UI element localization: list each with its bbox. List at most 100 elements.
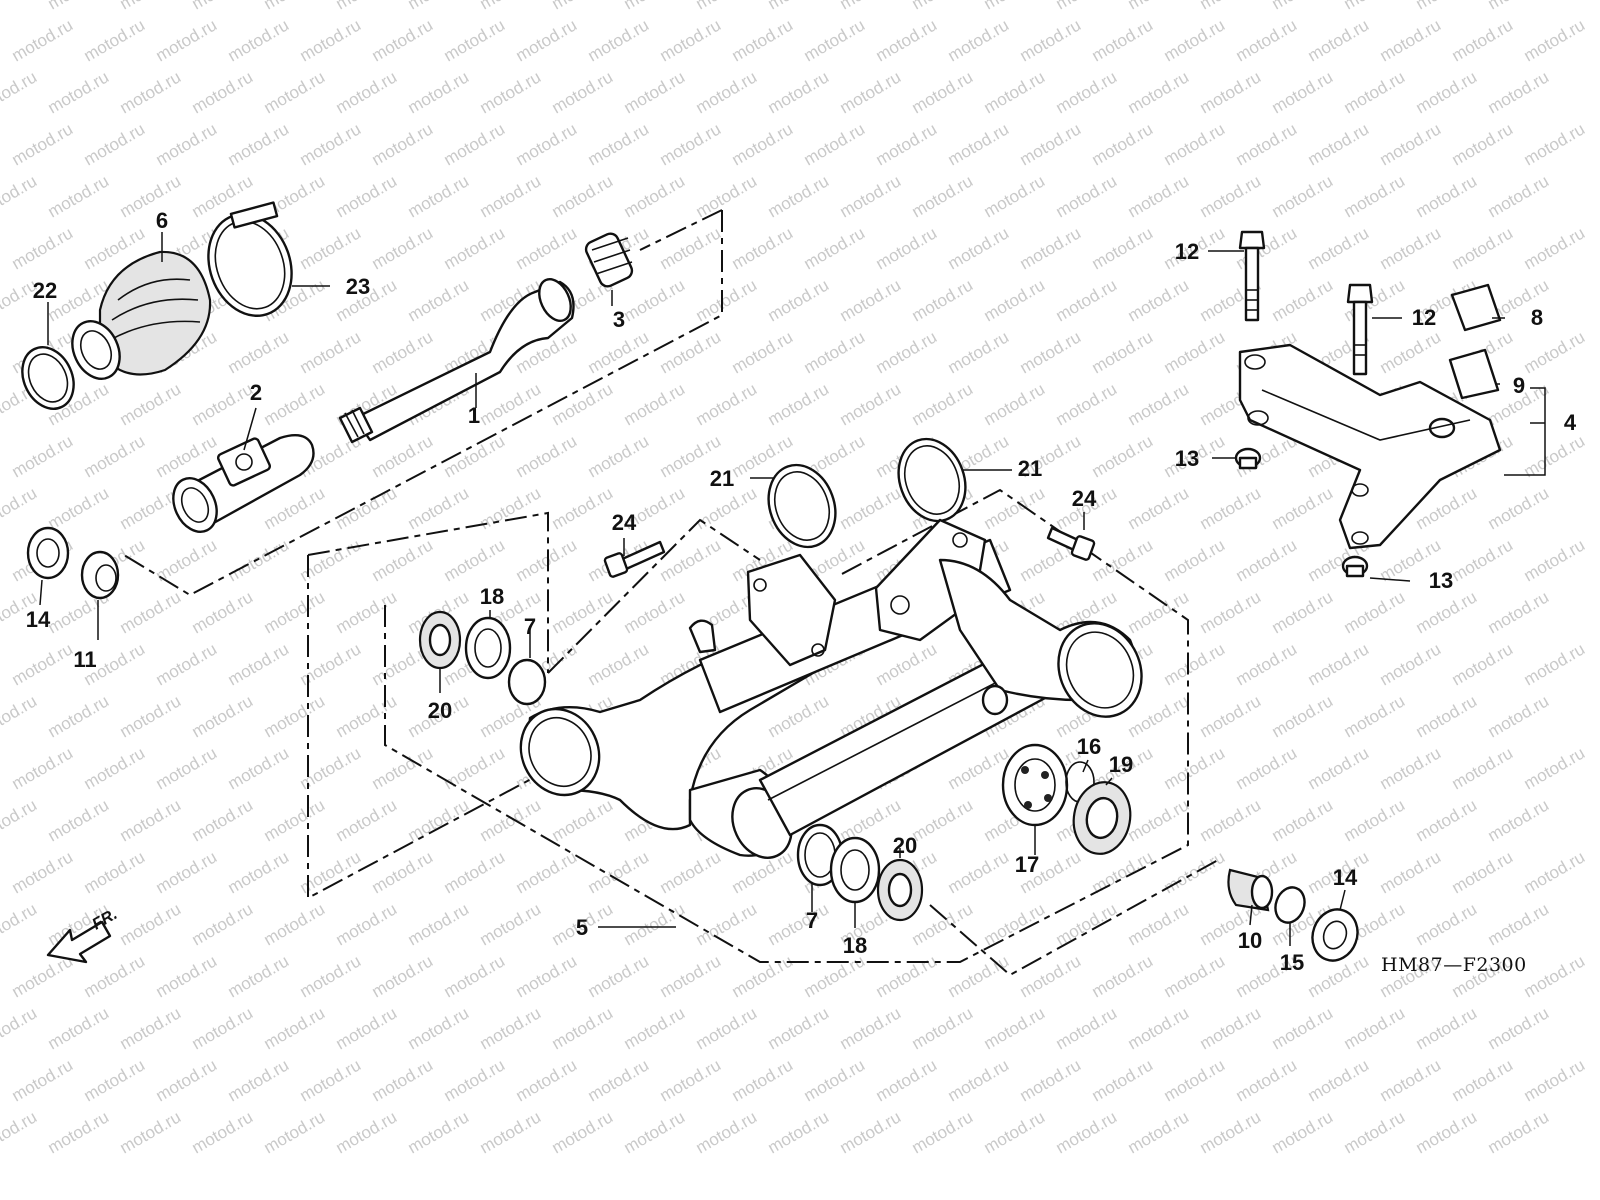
- bolt-part-12-left: [1238, 230, 1266, 322]
- watermark-text: motod.ru: [0, 795, 40, 845]
- watermark-text: motod.ru: [1341, 67, 1409, 117]
- watermark-text: motod.ru: [1089, 535, 1157, 585]
- watermark-text: motod.ru: [513, 535, 581, 585]
- watermark-text: motod.ru: [585, 847, 653, 897]
- watermark-text: motod.ru: [1269, 1107, 1337, 1157]
- watermark-text: motod.ru: [765, 0, 833, 13]
- watermark-text: motod.ru: [549, 587, 617, 637]
- watermark-text: motod.ru: [117, 899, 185, 949]
- callout-14-right: 14: [1333, 865, 1358, 890]
- watermark-text: motod.ru: [1449, 639, 1517, 689]
- watermark-text: motod.ru: [477, 1003, 545, 1053]
- watermark-text: motod.ru: [801, 1055, 869, 1105]
- watermark-text: motod.ru: [1377, 327, 1445, 377]
- callout-labels: 6 23 22 3 1 2 14 11 20 18 7 21 21 24 24 …: [26, 208, 1577, 976]
- watermark-text: motod.ru: [261, 379, 329, 429]
- watermark-text: motod.ru: [549, 67, 617, 117]
- watermark-text: motod.ru: [693, 275, 761, 325]
- watermark-text: motod.ru: [1125, 379, 1193, 429]
- watermark-text: motod.ru: [765, 691, 833, 741]
- diagram-code: HM87—F2300: [1381, 954, 1527, 976]
- watermark-text: motod.ru: [225, 951, 293, 1001]
- watermark-text: motod.ru: [1485, 795, 1553, 845]
- watermark-text: motod.ru: [585, 431, 653, 481]
- watermark-text: motod.ru: [1413, 67, 1481, 117]
- watermark-text: motod.ru: [1053, 379, 1121, 429]
- watermark-text: motod.ru: [1197, 795, 1265, 845]
- label-part-9: [1448, 348, 1500, 400]
- leader-lines: [39, 232, 1546, 946]
- watermark-text: motod.ru: [477, 483, 545, 533]
- watermark-text: motod.ru: [1161, 535, 1229, 585]
- watermark-text: motod.ru: [297, 951, 365, 1001]
- watermark-text: motod.ru: [297, 1055, 365, 1105]
- watermark-text: motod.ru: [513, 951, 581, 1001]
- watermark-text: motod.ru: [621, 1003, 689, 1053]
- watermark-text: motod.ru: [837, 171, 905, 221]
- watermark-text: motod.ru: [621, 67, 689, 117]
- assembly-outlines: [123, 209, 1219, 977]
- watermark-text: motod.ru: [549, 379, 617, 429]
- watermark-text: motod.ru: [657, 327, 725, 377]
- watermark-text: motod.ru: [153, 119, 221, 169]
- watermark-text: motod.ru: [117, 1107, 185, 1157]
- bracket-part-4: [1238, 343, 1502, 550]
- watermark-text: motod.ru: [0, 1003, 40, 1053]
- oil-seal-part-20-left: [418, 610, 462, 670]
- watermark-text: motod.ru: [621, 379, 689, 429]
- watermark-text: motod.ru: [909, 1003, 977, 1053]
- watermark-text: motod.ru: [621, 0, 689, 13]
- band-clamp-part-23: [207, 201, 293, 317]
- callout-2: 2: [250, 380, 262, 405]
- watermark-text: motod.ru: [1017, 223, 1085, 273]
- watermark-text: motod.ru: [621, 171, 689, 221]
- swingarm-outline-inner: [384, 488, 1189, 963]
- watermark-text: motod.ru: [837, 483, 905, 533]
- watermark-text: motod.ru: [981, 379, 1049, 429]
- callout-15: 15: [1280, 950, 1304, 975]
- watermark-text: motod.ru: [657, 847, 725, 897]
- watermark-text: motod.ru: [189, 899, 257, 949]
- watermark-text: motod.ru: [333, 691, 401, 741]
- watermark-text: motod.ru: [801, 15, 869, 65]
- watermark-text: motod.ru: [1053, 0, 1121, 13]
- watermark-text: motod.ru: [981, 275, 1049, 325]
- watermark-text: motod.ru: [369, 119, 437, 169]
- watermark-text: motod.ru: [261, 691, 329, 741]
- watermark-text: motod.ru: [1233, 15, 1301, 65]
- watermark-text: motod.ru: [1089, 1055, 1157, 1105]
- watermark-text: motod.ru: [765, 1003, 833, 1053]
- watermark-text: motod.ru: [1161, 327, 1229, 377]
- watermark-text: motod.ru: [1161, 119, 1229, 169]
- watermark-text: motod.ru: [1413, 171, 1481, 221]
- watermark-text: motod.ru: [1485, 67, 1553, 117]
- watermark-text: motod.ru: [1017, 951, 1085, 1001]
- watermark-text: motod.ru: [837, 1003, 905, 1053]
- watermark-text: motod.ru: [477, 1107, 545, 1157]
- watermark-text: motod.ru: [1233, 1055, 1301, 1105]
- watermark-text: motod.ru: [1521, 847, 1589, 897]
- watermark-text: motod.ru: [45, 483, 113, 533]
- callout-18-right: 18: [843, 933, 867, 958]
- watermark-text: motod.ru: [1521, 223, 1589, 273]
- watermark-text: motod.ru: [981, 67, 1049, 117]
- cap-part-7-left: [507, 658, 547, 706]
- callout-24-left: 24: [612, 510, 637, 535]
- watermark-text: motod.ru: [837, 67, 905, 117]
- watermark-text: motod.ru: [1377, 15, 1445, 65]
- watermark-text: motod.ru: [837, 379, 905, 429]
- watermark-text: motod.ru: [1053, 171, 1121, 221]
- watermark-text: motod.ru: [945, 15, 1013, 65]
- watermark-text: motod.ru: [1377, 847, 1445, 897]
- watermark-text: motod.ru: [45, 171, 113, 221]
- callout-8: 8: [1531, 305, 1543, 330]
- watermark-text: motod.ru: [369, 223, 437, 273]
- watermark-text: motod.ru: [801, 951, 869, 1001]
- watermark-text: motod.ru: [45, 691, 113, 741]
- callout-16: 16: [1077, 734, 1101, 759]
- watermark-text: motod.ru: [1125, 275, 1193, 325]
- watermark-text: motod.ru: [1377, 639, 1445, 689]
- watermark-text: motod.ru: [1053, 1107, 1121, 1157]
- watermark-text: motod.ru: [1269, 1003, 1337, 1053]
